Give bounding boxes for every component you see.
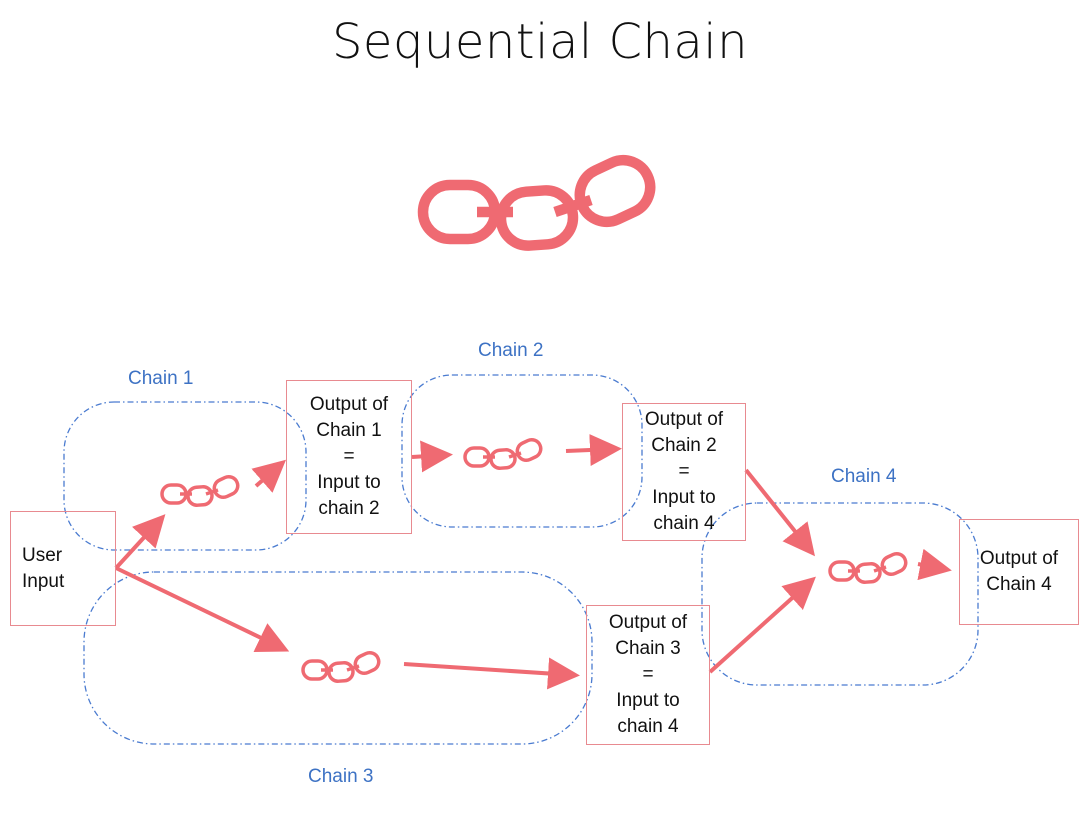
chain-2-label: Chain 2 (478, 340, 544, 361)
arrow-input-to-chain3 (115, 566, 290, 652)
chain-1-icon (160, 472, 243, 508)
chain-2-icon (463, 435, 546, 471)
hero-chain-icon (423, 151, 659, 247)
chain-4-icon (828, 549, 911, 585)
chain-2-group (401, 374, 643, 528)
arrow-chain3-to-out3 (403, 657, 580, 690)
chain-4-group (701, 502, 979, 686)
user-input-node: User Input (10, 511, 116, 626)
arrow-chain1-to-out1 (251, 459, 287, 493)
arrow-chain2-to-out2 (565, 434, 622, 466)
chain-4-label: Chain 4 (831, 466, 897, 487)
chain-1-group (63, 401, 307, 551)
arrow-input-to-chain1 (114, 514, 166, 570)
page-title: Sequential Chain (331, 14, 749, 70)
chain-3-group (83, 571, 593, 745)
chain-1-label: Chain 1 (128, 368, 194, 389)
chain-3-icon (301, 648, 384, 684)
arrow-out2-to-chain4 (744, 468, 815, 557)
arrow-chain4-to-out4 (917, 548, 952, 581)
arrow-out1-to-chain2 (411, 440, 453, 473)
chain-3-label: Chain 3 (308, 766, 374, 787)
output-chain-1-node: Output of Chain 1 = Input to chain 2 (286, 380, 412, 534)
output-chain-3-node: Output of Chain 3 = Input to chain 4 (586, 605, 710, 745)
output-chain-2-node: Output of Chain 2 = Input to chain 4 (622, 403, 746, 541)
output-chain-4-node: Output of Chain 4 (959, 519, 1079, 625)
arrow-out3-to-chain4 (708, 576, 816, 674)
